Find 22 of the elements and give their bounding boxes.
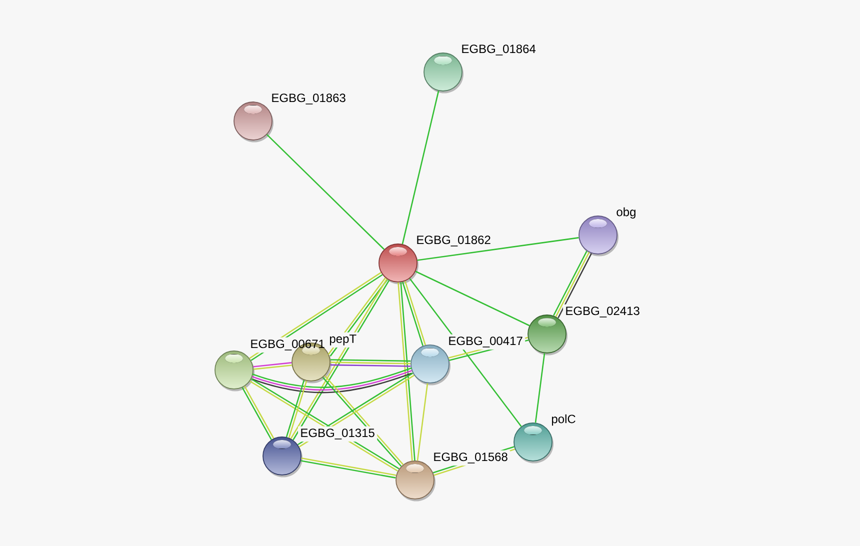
node-label: EGBG_01315 xyxy=(301,428,374,440)
connector-line xyxy=(253,364,292,370)
connector-line xyxy=(330,362,411,364)
node-label: pepT xyxy=(330,334,356,346)
connector-line xyxy=(266,134,385,250)
node-label: EGBG_01864 xyxy=(462,44,536,56)
connector-line xyxy=(402,90,440,244)
node-label: EGBG_02413 xyxy=(566,306,640,318)
node-label: EGBG_01862 xyxy=(417,236,490,246)
node-label: polC xyxy=(552,414,576,426)
connector-line xyxy=(409,278,522,427)
connector-line xyxy=(415,270,530,326)
node-label: obg xyxy=(616,207,636,219)
connector-line xyxy=(534,353,546,423)
node-label: EGBG_01863 xyxy=(272,94,346,104)
connector-line xyxy=(253,362,292,368)
node-label: EGBG_00417 xyxy=(449,336,522,348)
connector-line xyxy=(330,359,411,362)
connector-line xyxy=(416,383,428,461)
connector-line xyxy=(330,364,411,367)
node-label: EGBG_01568 xyxy=(434,452,508,464)
connector-line xyxy=(417,237,579,261)
